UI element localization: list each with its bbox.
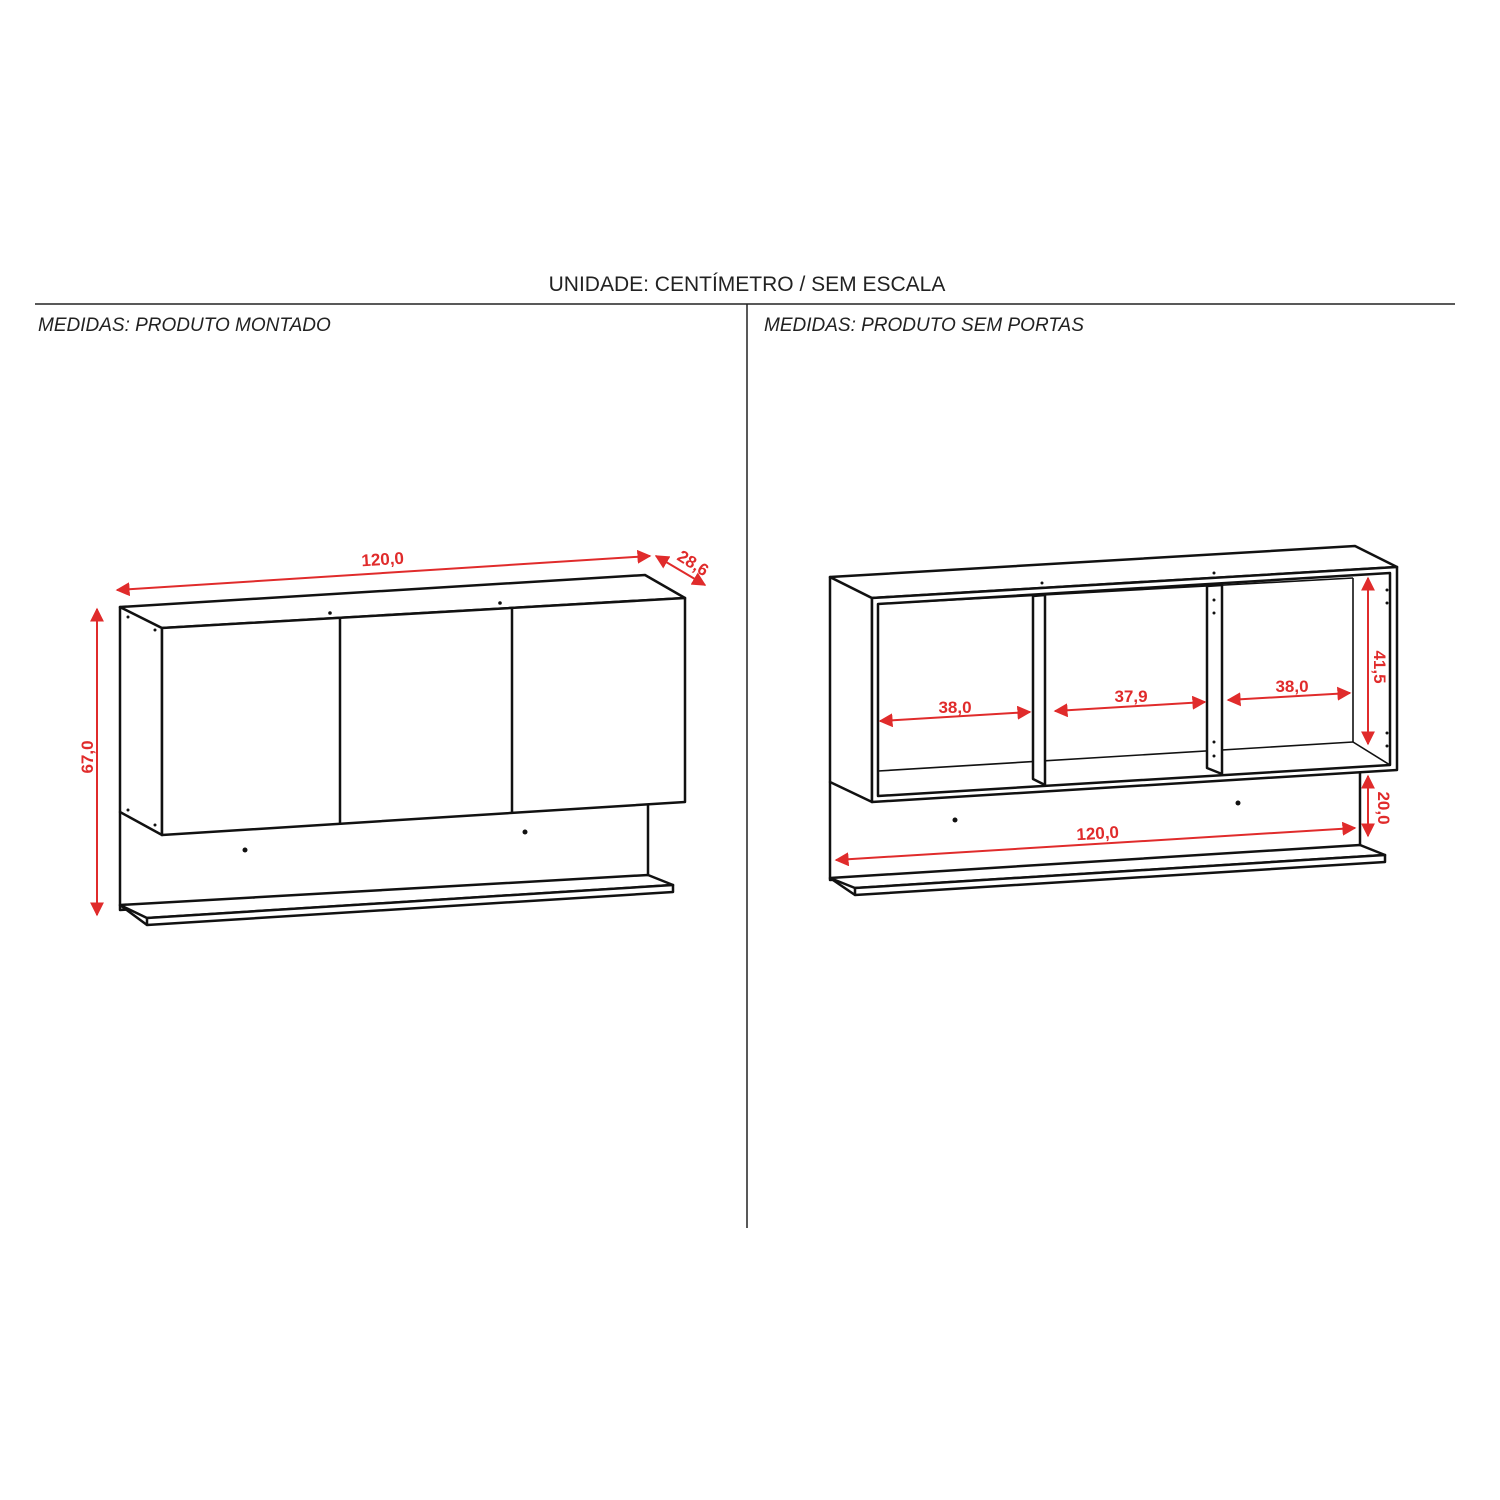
niche-left-label: 38,0 (938, 698, 971, 717)
left-subtitle: MEDIDAS: PRODUTO MONTADO (38, 315, 331, 336)
niche-left-arrow (878, 705, 1032, 728)
side-panel (828, 575, 874, 804)
shelf-width-arrow (834, 821, 1357, 867)
niche-right-arrow (1226, 686, 1352, 707)
divider-panel (1031, 593, 1047, 787)
niche-middle-label: 37,9 (1114, 687, 1147, 706)
side-panel (118, 605, 164, 837)
right-subtitle: MEDIDAS: PRODUTO SEM PORTAS (764, 315, 1084, 336)
niche-height-label: 41,5 (1370, 650, 1389, 683)
doors (160, 596, 687, 837)
depth-label: 28,6 (674, 547, 712, 581)
width-arrow (115, 549, 652, 597)
shelf-width-label: 120,0 (1076, 823, 1120, 845)
divider-panel (1205, 583, 1224, 776)
frame-inner (876, 571, 1392, 798)
width-label: 120,0 (361, 549, 405, 571)
shelf-gap-label: 20,0 (1374, 791, 1393, 824)
units-title: UNIDADE: CENTÍMETRO / SEM ESCALA (549, 273, 946, 296)
cabinet-assembled (118, 573, 687, 927)
niche-middle-arrow (1053, 695, 1207, 718)
right-dimensions: 38,0 37,9 38,0 41,5 20,0 120,0 (834, 576, 1393, 867)
niche-right-label: 38,0 (1275, 677, 1308, 696)
shelf-edge (145, 883, 675, 927)
depth-arrow (654, 555, 707, 586)
height-label: 67,0 (78, 740, 97, 773)
